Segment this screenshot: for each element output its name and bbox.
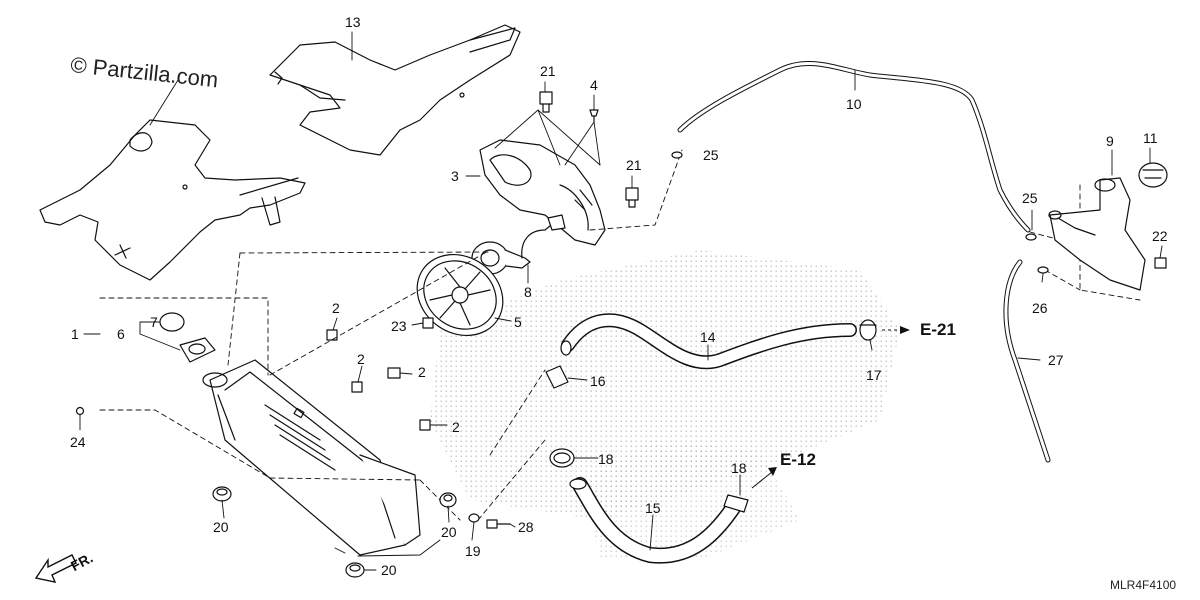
stipple-shading [430, 250, 900, 560]
reference-e12: E-12 [780, 450, 816, 469]
callout-25-b: 25 [1022, 190, 1038, 206]
filler-cap-6 [179, 337, 216, 363]
bolt-28 [486, 519, 511, 529]
hose-clamp-16 [545, 365, 569, 389]
grommet-20-c [345, 562, 365, 578]
reserve-cap-11 [1138, 162, 1168, 188]
assembly-lines [99, 149, 1141, 521]
ref-arrow-e12 [751, 467, 777, 489]
hose-clamp-17 [859, 319, 877, 341]
callout-28: 28 [518, 519, 534, 535]
fan-shroud-3 [479, 139, 606, 246]
hose-clamp-18-a [549, 448, 575, 468]
callout-21-lower: 21 [626, 157, 642, 173]
callout-18-b: 18 [731, 460, 747, 476]
callout-20-c: 20 [381, 562, 397, 578]
callout-27: 27 [1048, 352, 1064, 368]
callout-25-a: 25 [703, 147, 719, 163]
left-shroud [39, 119, 306, 281]
callout-2-d: 2 [452, 419, 460, 435]
clip-23 [422, 317, 434, 329]
clip-25-a [671, 151, 683, 159]
upper-hose-14 [560, 313, 857, 370]
hose-clamp-18-b [723, 494, 749, 513]
callout-26: 26 [1032, 300, 1048, 316]
leader-lines [79, 31, 1163, 571]
reserve-tank-9 [1048, 177, 1146, 291]
callout-16: 16 [590, 373, 606, 389]
callout-2-b: 2 [357, 351, 365, 367]
bolt-21-lower [625, 187, 639, 208]
callout-8: 8 [524, 284, 532, 300]
gasket-7 [159, 312, 185, 332]
collar-19 [468, 513, 480, 523]
clip-26 [1037, 266, 1049, 274]
callout-21-upper: 21 [540, 63, 556, 79]
grommet-20-a [212, 486, 232, 502]
callout-20-a: 20 [213, 519, 229, 535]
callout-3: 3 [451, 168, 459, 184]
callout-2-c: 2 [418, 364, 426, 380]
callout-1: 1 [71, 326, 79, 342]
callout-19: 19 [465, 543, 481, 559]
front-arrow-icon [34, 554, 77, 583]
callout-5: 5 [514, 314, 522, 330]
reference-e21: E-21 [920, 320, 956, 339]
shroud-panel-13 [269, 24, 521, 156]
callout-13: 13 [345, 14, 361, 30]
callout-11: 11 [1143, 130, 1158, 146]
callout-15: 15 [645, 500, 661, 516]
callout-2-a: 2 [332, 300, 340, 316]
diagram-code: MLR4F4100 [1110, 578, 1177, 592]
clip-2-a [326, 329, 338, 341]
callout-24: 24 [70, 434, 86, 450]
callout-6: 6 [117, 326, 125, 342]
callout-14: 14 [700, 329, 716, 345]
fan-blade-5 [416, 253, 504, 337]
radiator-1 [202, 359, 421, 556]
callout-7: 7 [150, 314, 158, 330]
bolt-22 [1154, 257, 1167, 269]
callout-23: 23 [391, 318, 407, 334]
drain-tube-27 [1003, 259, 1051, 463]
callout-20-b: 20 [441, 524, 457, 540]
fan-motor-8 [471, 214, 566, 275]
overflow-tube-10 [677, 61, 1031, 233]
clip-25-b [1025, 233, 1037, 241]
ref-arrow-e21 [882, 326, 910, 334]
callout-4: 4 [590, 77, 598, 93]
callout-9: 9 [1106, 133, 1114, 149]
clip-2-c [387, 367, 401, 379]
bolt-21-upper [539, 91, 553, 113]
clip-2-b [351, 381, 363, 393]
callout-22: 22 [1152, 228, 1168, 244]
lower-hose-15 [569, 477, 743, 564]
grommet-20-b [439, 492, 457, 508]
clip-2-d [419, 419, 431, 431]
screw-24 [75, 406, 85, 416]
screw-4 [589, 109, 599, 123]
callout-10: 10 [846, 96, 862, 112]
callout-17: 17 [866, 367, 882, 383]
callout-18-a: 18 [598, 451, 614, 467]
